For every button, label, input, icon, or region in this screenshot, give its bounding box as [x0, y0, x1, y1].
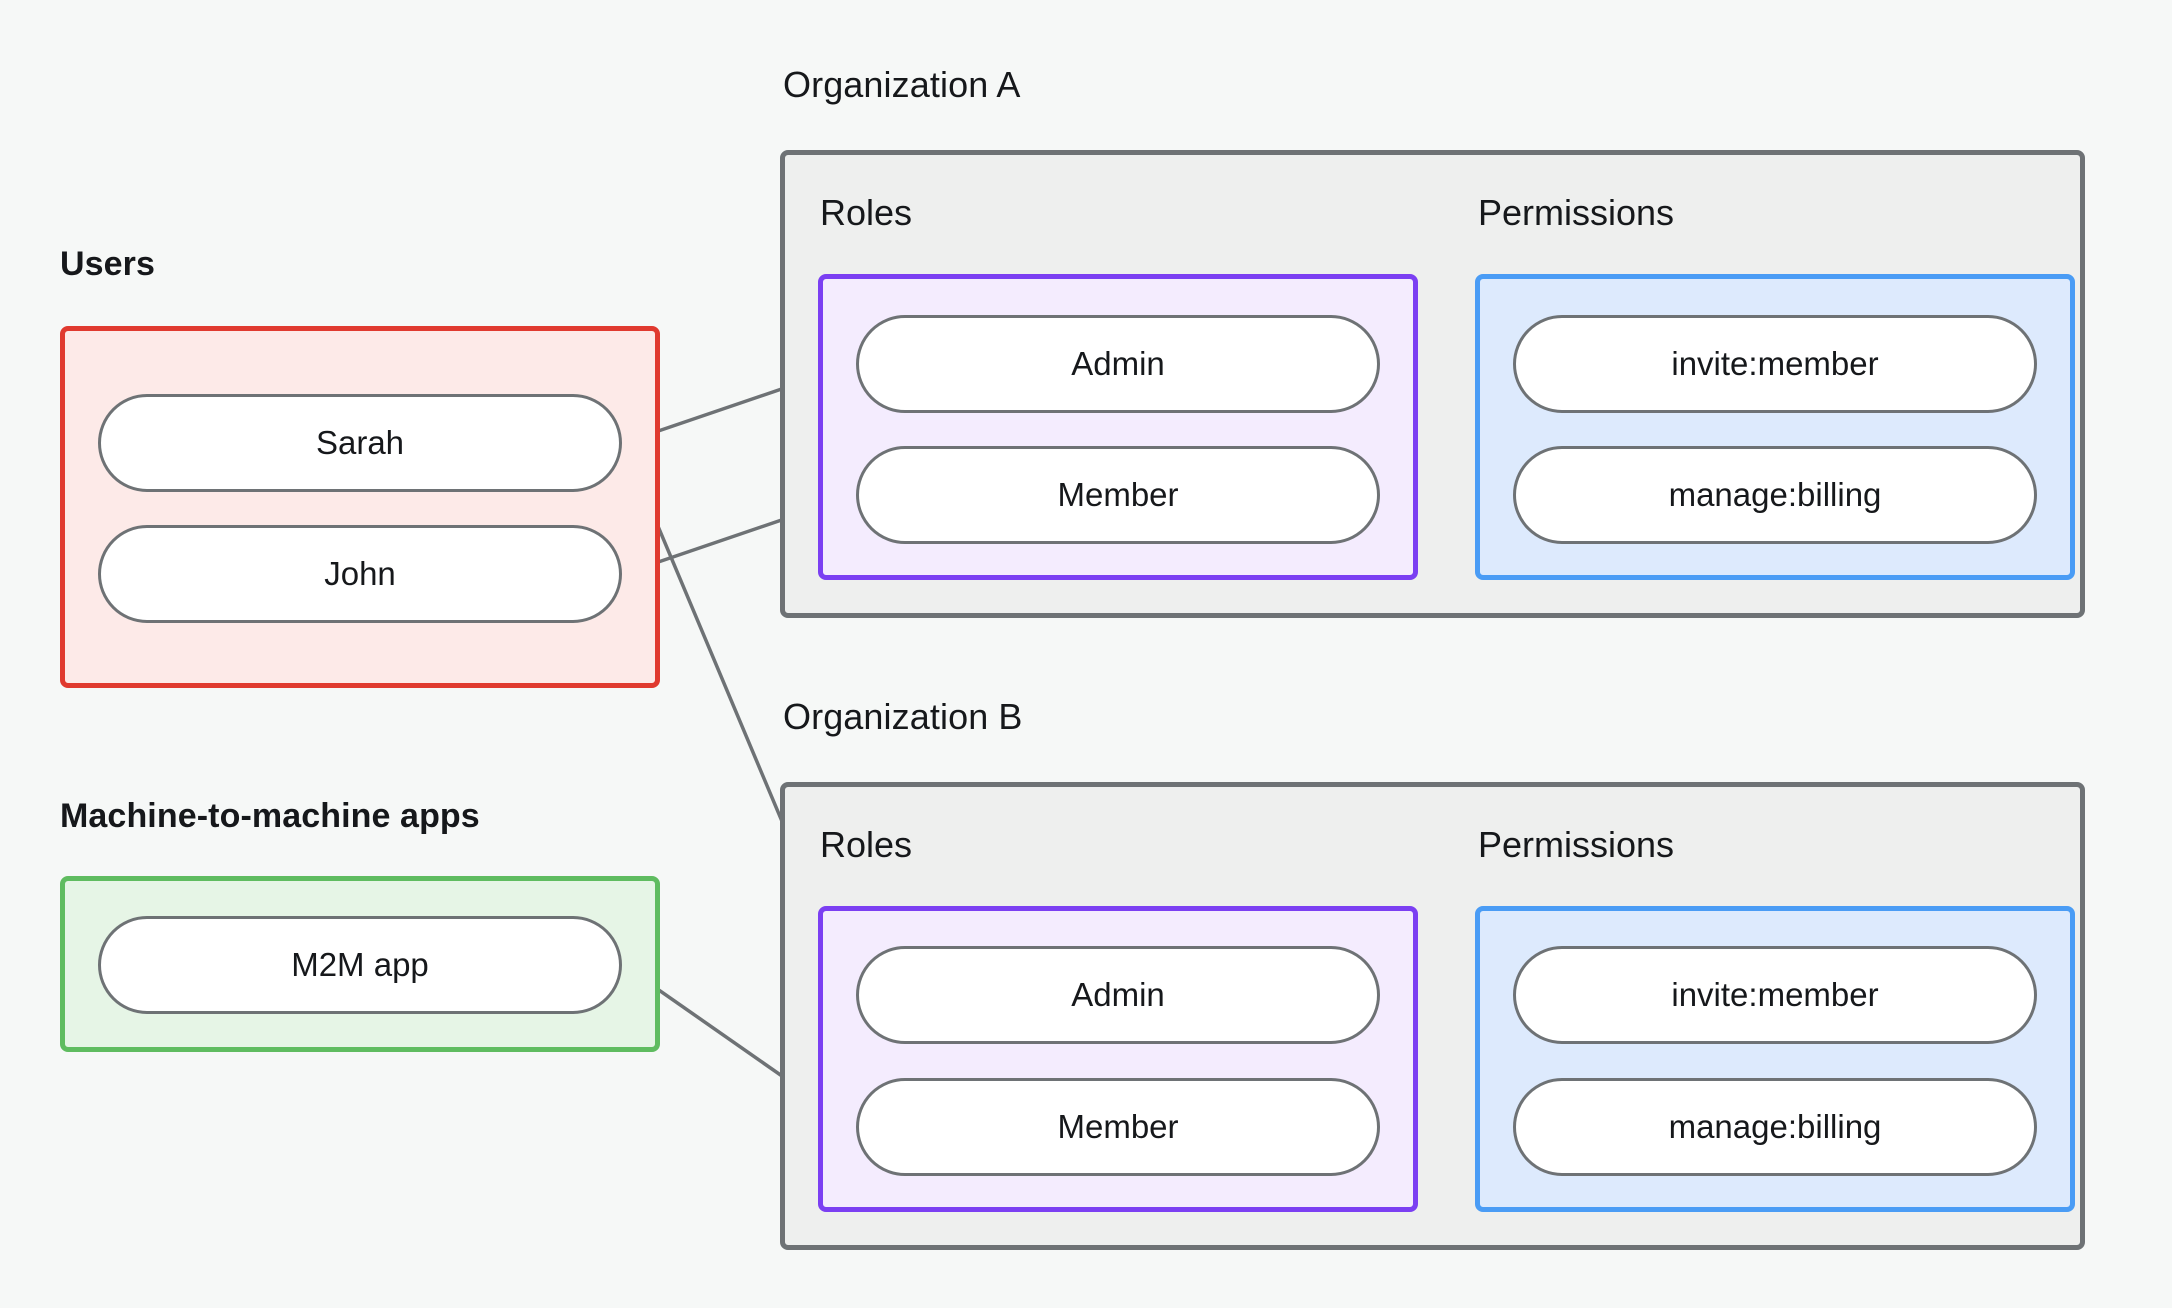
- organization-a-role-admin[interactable]: Admin: [856, 315, 1380, 413]
- organization-a-caption: Organization A: [783, 64, 1021, 105]
- organization-a-permissions-title: Permissions: [1478, 192, 1675, 233]
- users-caption: Users: [60, 245, 156, 283]
- user-pill-sarah[interactable]: Sarah: [98, 394, 622, 492]
- m2m-pill-app[interactable]: M2M app: [98, 916, 622, 1014]
- organization-a-permission-invite-member[interactable]: invite:member: [1513, 315, 2037, 413]
- users-group: [60, 326, 660, 688]
- m2m-caption: Machine-to-machine apps: [60, 797, 480, 835]
- organization-b-permission-manage-billing[interactable]: manage:billing: [1513, 1078, 2037, 1176]
- organization-b-permissions-title: Permissions: [1478, 824, 1675, 865]
- organization-b-caption: Organization B: [783, 696, 1023, 737]
- organization-b-role-admin[interactable]: Admin: [856, 946, 1380, 1044]
- organization-a-role-member[interactable]: Member: [856, 446, 1380, 544]
- organization-a-roles-title: Roles: [820, 192, 913, 233]
- user-pill-john[interactable]: John: [98, 525, 622, 623]
- organization-a-permission-manage-billing[interactable]: manage:billing: [1513, 446, 2037, 544]
- organization-b-roles-title: Roles: [820, 824, 913, 865]
- organization-b-role-member[interactable]: Member: [856, 1078, 1380, 1176]
- organization-b-permission-invite-member[interactable]: invite:member: [1513, 946, 2037, 1044]
